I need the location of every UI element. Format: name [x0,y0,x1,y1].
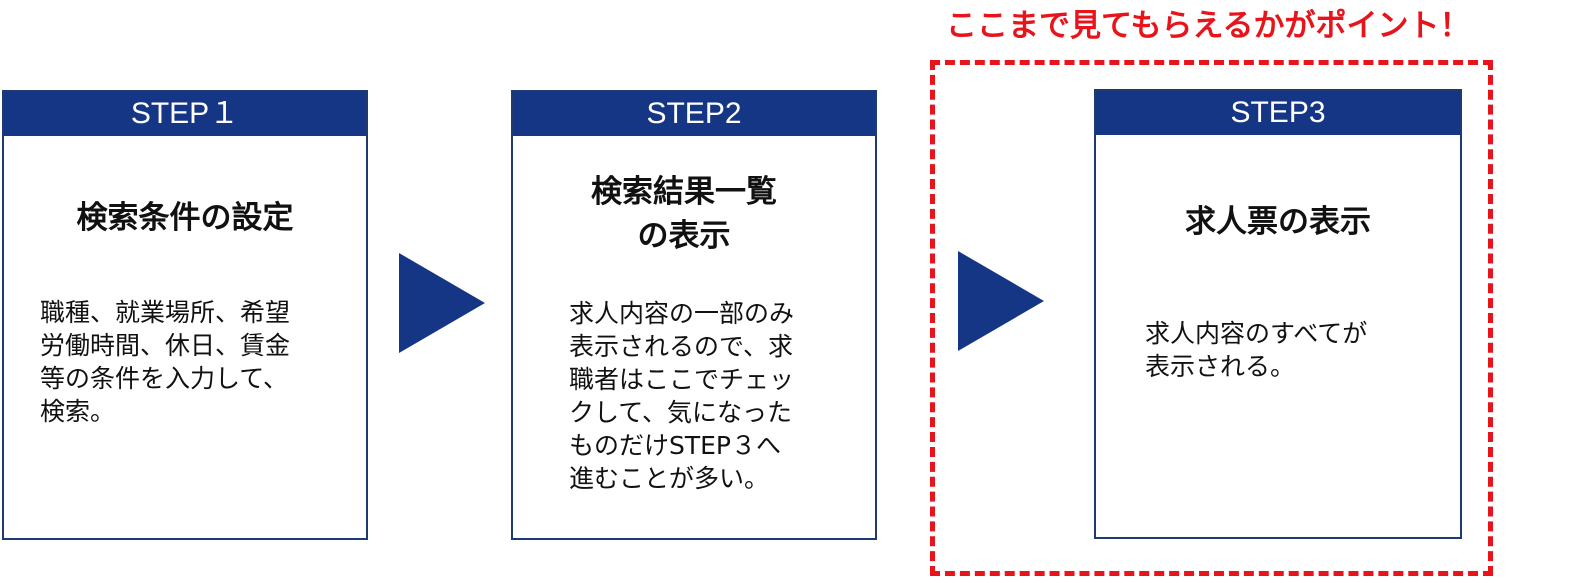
step-3-desc-line: 求人内容のすべてが [1145,319,1368,348]
step-1-title-line: 検索条件の設定 [76,200,294,236]
step-2-desc-line: ものだけSTEP３へ [569,431,782,460]
play-arrow-icon [958,251,1044,351]
step-2-title-line: 検索結果一覧 [591,174,777,210]
step-2-desc-line: 進むことが多い。 [569,464,770,493]
step-2-description: 求人内容の一部のみ 表示されるので、求 職者はここでチェッ クして、気になった … [569,297,794,495]
step-2-title-line: の表示 [637,218,731,254]
step-3-title-line: 求人票の表示 [1185,204,1371,240]
step-1-desc-line: 検索。 [40,397,116,426]
step-3-header: STEP3 [1096,91,1460,135]
step-2-desc-line: 表示されるので、求 [569,332,794,361]
step-1-desc-line: 職種、就業場所、希望 [40,298,291,327]
step-1-desc-line: 労働時間、休日、賃金 [40,331,291,360]
step-2-header: STEP2 [513,92,875,136]
step-1-box: STEP１ 検索条件の設定 職種、就業場所、希望 労働時間、休日、賃金 等の条件… [2,90,368,540]
step-1-title: 検索条件の設定 [4,196,366,240]
step-3-title: 求人票の表示 [1096,200,1460,244]
step-2-title: 検索結果一覧 の表示 [513,170,855,258]
step-3-box: STEP3 求人票の表示 求人内容のすべてが 表示される。 [1094,89,1462,539]
step-3-description: 求人内容のすべてが 表示される。 [1145,317,1367,383]
play-arrow-icon [399,253,485,353]
step-3-desc-line: 表示される。 [1145,352,1296,381]
highlight-label: ここまで見てもらえるかがポイント！ [946,8,1471,44]
step-1-header: STEP１ [4,92,366,136]
step-2-box: STEP2 検索結果一覧 の表示 求人内容の一部のみ 表示されるので、求 職者は… [511,90,877,540]
step-1-description: 職種、就業場所、希望 労働時間、休日、賃金 等の条件を入力して、 検索。 [40,296,290,428]
step-2-desc-line: 求人内容の一部のみ [569,299,795,328]
step-1-desc-line: 等の条件を入力して、 [40,364,289,393]
highlight-frame [930,60,1493,576]
step-2-desc-line: 職者はここでチェッ [569,365,795,394]
step-2-desc-line: クして、気になった [569,398,793,427]
